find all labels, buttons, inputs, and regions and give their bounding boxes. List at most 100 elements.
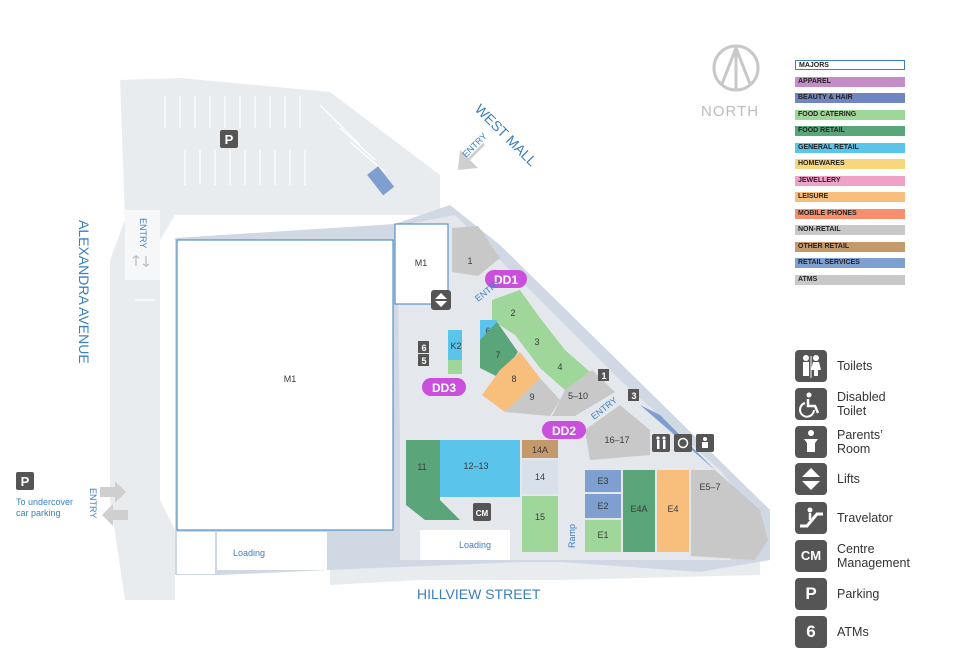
shop-M1-small-label: M1: [415, 258, 428, 268]
dd3-marker[interactable]: DD3: [422, 378, 466, 396]
undercover-parking-icon[interactable]: P: [16, 472, 34, 490]
legend-food-catering: FOOD CATERING: [795, 109, 905, 120]
shop-16-17[interactable]: [585, 405, 650, 460]
loading-area-right: [420, 530, 510, 560]
shop-5-10-label: 5–10: [568, 391, 588, 401]
kiosk-K2-label: K2: [450, 341, 461, 351]
atm-1-marker[interactable]: 1: [598, 369, 609, 381]
shop-E4A[interactable]: [623, 470, 655, 552]
toilets-icon: [795, 350, 827, 382]
disabled-bay: [367, 166, 395, 196]
shop-15-label: 15: [535, 512, 545, 522]
shop-E4[interactable]: [657, 470, 689, 552]
toilets-map-icon[interactable]: [652, 434, 670, 452]
shop-9-label: 9: [529, 392, 534, 402]
disabled-toilet-icon: [795, 388, 827, 420]
west-mall-entry-arrow-icon: [458, 143, 485, 170]
north-label: NORTH: [701, 103, 759, 120]
shop-11[interactable]: [406, 440, 460, 520]
svg-text:3: 3: [631, 391, 636, 401]
atm-icon: 6: [795, 616, 827, 648]
carpark-parking-icon[interactable]: P: [220, 130, 238, 148]
svg-text:1: 1: [601, 371, 606, 381]
shop-8-label: 8: [511, 374, 516, 384]
loading-label-left: Loading: [233, 548, 265, 558]
shop-5-10[interactable]: [552, 370, 615, 416]
shop-11-label: 11: [417, 462, 426, 472]
shop-6-label: 6: [485, 326, 490, 336]
parents-room-map-icon[interactable]: [696, 434, 714, 452]
centre-management-map-icon[interactable]: [473, 503, 491, 521]
shop-1[interactable]: [452, 226, 500, 276]
shop-M1-main[interactable]: [176, 239, 394, 531]
shop-1-label: 1: [467, 256, 472, 266]
svg-text:6: 6: [421, 343, 426, 353]
legend-homewares: HOMEWARES: [795, 159, 905, 169]
shop-14A-label: 14A: [532, 445, 548, 455]
amenity-label: Parents’Room: [837, 428, 883, 456]
shop-14-label: 14: [535, 472, 545, 482]
legend-food-retail: FOOD RETAIL: [795, 126, 905, 136]
shop-4-label: 4: [557, 362, 562, 372]
amenity-label: Parking: [837, 587, 880, 601]
shop-E5-7[interactable]: [691, 470, 768, 560]
dd2-marker[interactable]: DD2: [542, 421, 586, 439]
car-park-ground: [110, 78, 440, 600]
dd1-marker[interactable]: DD1: [485, 270, 527, 288]
kiosk-K2-lower: [448, 360, 462, 374]
shop-2[interactable]: [492, 290, 540, 335]
svg-text:5: 5: [421, 356, 426, 366]
shop-12-13[interactable]: [440, 440, 520, 497]
shop-12-13-label: 12–13: [463, 461, 488, 471]
shop-E3[interactable]: [585, 470, 621, 492]
legend-apparel: APPAREL: [795, 76, 905, 87]
atm-5-marker[interactable]: 5: [418, 354, 429, 366]
shop-3[interactable]: [515, 318, 565, 368]
shop-3-label: 3: [534, 337, 539, 347]
shop-9[interactable]: [505, 378, 560, 416]
shop-8[interactable]: [482, 352, 540, 412]
dd2-label: DD2: [552, 424, 576, 438]
atm-3-marker[interactable]: 3: [628, 389, 639, 401]
lift-map-icon[interactable]: [431, 290, 451, 310]
disabled-toilet-map-icon[interactable]: [674, 434, 692, 452]
kiosk-K2[interactable]: [448, 330, 462, 360]
parents-room-icon: [795, 426, 827, 458]
shop-E2[interactable]: [585, 494, 621, 518]
legend-leisure: LEISURE: [795, 192, 905, 202]
atm-6-marker[interactable]: 6: [418, 341, 429, 353]
cm-map-label: CM: [476, 509, 489, 518]
legend-other-retail: OTHER RETAIL: [795, 241, 905, 252]
travelator-icon: [795, 502, 827, 534]
shop-E1[interactable]: [585, 520, 621, 552]
entry-label-left: ENTRY: [88, 488, 98, 518]
amenity-label: Toilets: [837, 359, 873, 373]
centre-management-icon: CM: [795, 540, 827, 572]
shop-E3-label: E3: [597, 476, 608, 486]
shop-2-label: 2: [510, 308, 515, 318]
legend-mobile-phones: MOBILE PHONES: [795, 208, 905, 219]
legend-majors: MAJORS: [795, 60, 905, 70]
dd1-label: DD1: [494, 273, 518, 287]
entry-label-carpark: ENTRY: [138, 218, 148, 248]
shop-14[interactable]: [522, 460, 558, 494]
ramp-label: Ramp: [567, 524, 577, 548]
entry-arrow-out-icon: [102, 504, 128, 526]
shop-15[interactable]: [522, 496, 558, 552]
amenity-label: ATMs: [837, 625, 869, 639]
street-hillview: HILLVIEW STREET: [417, 586, 541, 602]
amenity-label: Travelator: [837, 511, 893, 525]
shop-14A[interactable]: [522, 440, 558, 458]
loading-area-left: [217, 532, 327, 570]
loading-label-right: Loading: [459, 540, 491, 550]
legend-general-retail: GENERAL RETAIL: [795, 142, 905, 153]
legend-jewellery: JEWELLERY: [795, 175, 905, 186]
shop-4[interactable]: [540, 350, 590, 390]
car-parking-label: car parking: [16, 508, 61, 518]
svg-text:P: P: [21, 474, 30, 489]
shop-E4-label: E4: [667, 504, 678, 514]
two-way-arrow-icon: [132, 254, 150, 268]
